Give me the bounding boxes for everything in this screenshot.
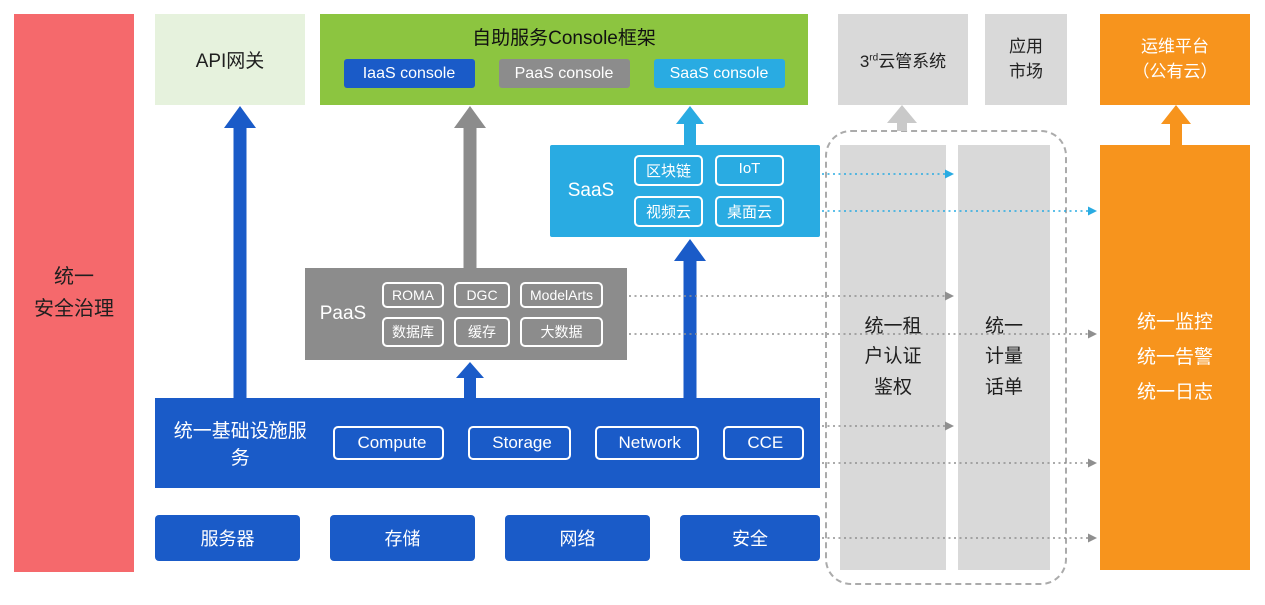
om-platform-label-line1: 运维平台 — [1141, 36, 1209, 56]
paas-service-database: 数据库 — [382, 316, 444, 347]
infra-service-network: Network — [594, 426, 700, 460]
infra-service-storage: Storage — [468, 426, 571, 460]
saas-layer-label: SaaS — [567, 180, 615, 201]
om-platform-box: 运维平台 （公有云） — [1100, 14, 1250, 105]
paas-service-dgc: DGC — [454, 281, 510, 308]
monitoring-alarm-log-bar: 统一监控 统一告警 统一日志 — [1100, 145, 1250, 570]
third-party-cloud-mgmt-label: 3rd云管系统 — [859, 52, 947, 71]
saas-service-video-cloud: 视频云 — [634, 196, 704, 227]
hardware-box-storage: 存储 — [330, 515, 475, 561]
saas-services-grid: 区块链 IoT 视频云 桌面云 — [634, 155, 785, 227]
infrastructure-layer-box: 统一基础设施服务 Compute Storage Network CCE — [155, 398, 820, 488]
third-party-superscript: rd — [869, 52, 879, 64]
paas-layer-box: PaaS ROMA DGC ModelArts 数据库 缓存 大数据 — [305, 268, 627, 360]
arrow-shared-to-third-party — [887, 105, 917, 131]
api-gateway-label: API网关 — [195, 51, 265, 72]
iaas-console-chip: IaaS console — [343, 59, 475, 88]
metering-billing-bar: 统一 计量 话单 — [958, 145, 1050, 570]
saas-console-chip: SaaS console — [653, 59, 785, 88]
paas-service-modelarts: ModelArts — [520, 281, 604, 308]
hardware-box-network: 网络 — [505, 515, 650, 561]
dashed-infra-to-monitor-head — [1088, 458, 1097, 468]
shared-services-dashed-border — [825, 130, 1067, 585]
tenant-auth-label-line3: 鉴权 — [873, 376, 912, 398]
app-market-label-line1: 应用 — [1009, 36, 1043, 56]
dashed-security-to-monitor-head — [1088, 533, 1097, 543]
tenant-auth-label-line1: 统一租 — [864, 315, 922, 337]
app-market-label-line2: 市场 — [1009, 61, 1043, 81]
arrow-paas-to-console — [454, 106, 486, 270]
hardware-box-server: 服务器 — [155, 515, 300, 561]
saas-layer-box: SaaS 区块链 IoT 视频云 桌面云 — [550, 145, 820, 237]
infrastructure-layer-label: 统一基础设施服务 — [173, 421, 307, 469]
om-platform-label-line2: （公有云） — [1132, 61, 1218, 81]
third-party-cloud-mgmt-box: 3rd云管系统 — [838, 14, 968, 105]
hardware-box-security: 安全 — [680, 515, 820, 561]
monitoring-label-line2: 统一告警 — [1136, 346, 1213, 368]
monitoring-label-line1: 统一监控 — [1136, 311, 1213, 333]
console-framework-title: 自助服务Console框架 — [472, 28, 656, 49]
api-gateway-box: API网关 — [155, 14, 305, 105]
arrow-saas-to-console — [676, 106, 704, 147]
arrow-infra-to-saas — [674, 239, 706, 400]
paas-service-bigdata: 大数据 — [520, 316, 604, 347]
console-framework-box: 自助服务Console框架 IaaS console PaaS console … — [320, 14, 808, 105]
paas-layer-label: PaaS — [319, 303, 367, 324]
monitoring-label-line3: 统一日志 — [1136, 382, 1213, 404]
paas-services-grid: ROMA DGC ModelArts 数据库 缓存 大数据 — [382, 281, 604, 347]
console-chips-row: IaaS console PaaS console SaaS console — [343, 59, 785, 88]
saas-service-iot: IoT — [715, 155, 785, 186]
dashed-paas-to-monitor-head — [1088, 329, 1097, 339]
arrow-infra-to-paas — [456, 362, 484, 400]
saas-service-desktop-cloud: 桌面云 — [715, 196, 785, 227]
paas-service-cache: 缓存 — [454, 316, 510, 347]
metering-label-line3: 话单 — [984, 376, 1023, 398]
app-market-box: 应用 市场 — [985, 14, 1067, 105]
paas-service-roma: ROMA — [382, 281, 444, 308]
arrow-monitor-to-om-platform — [1161, 105, 1191, 147]
paas-console-chip: PaaS console — [498, 59, 630, 88]
infra-service-cce: CCE — [723, 426, 805, 460]
tenant-auth-label-line2: 户认证 — [864, 346, 922, 368]
security-governance-bar: 统一 安全治理 — [14, 14, 134, 572]
saas-service-blockchain: 区块链 — [634, 155, 704, 186]
metering-label-line1: 统一 — [984, 315, 1023, 337]
dashed-saas-to-monitor-head — [1088, 206, 1097, 216]
arrow-infra-to-api-gateway — [224, 106, 256, 400]
tenant-auth-bar: 统一租 户认证 鉴权 — [840, 145, 946, 570]
security-governance-label-line1: 统一 — [54, 266, 94, 288]
infra-service-compute: Compute — [333, 426, 445, 460]
metering-label-line2: 计量 — [984, 346, 1023, 368]
security-governance-label-line2: 安全治理 — [34, 298, 114, 320]
